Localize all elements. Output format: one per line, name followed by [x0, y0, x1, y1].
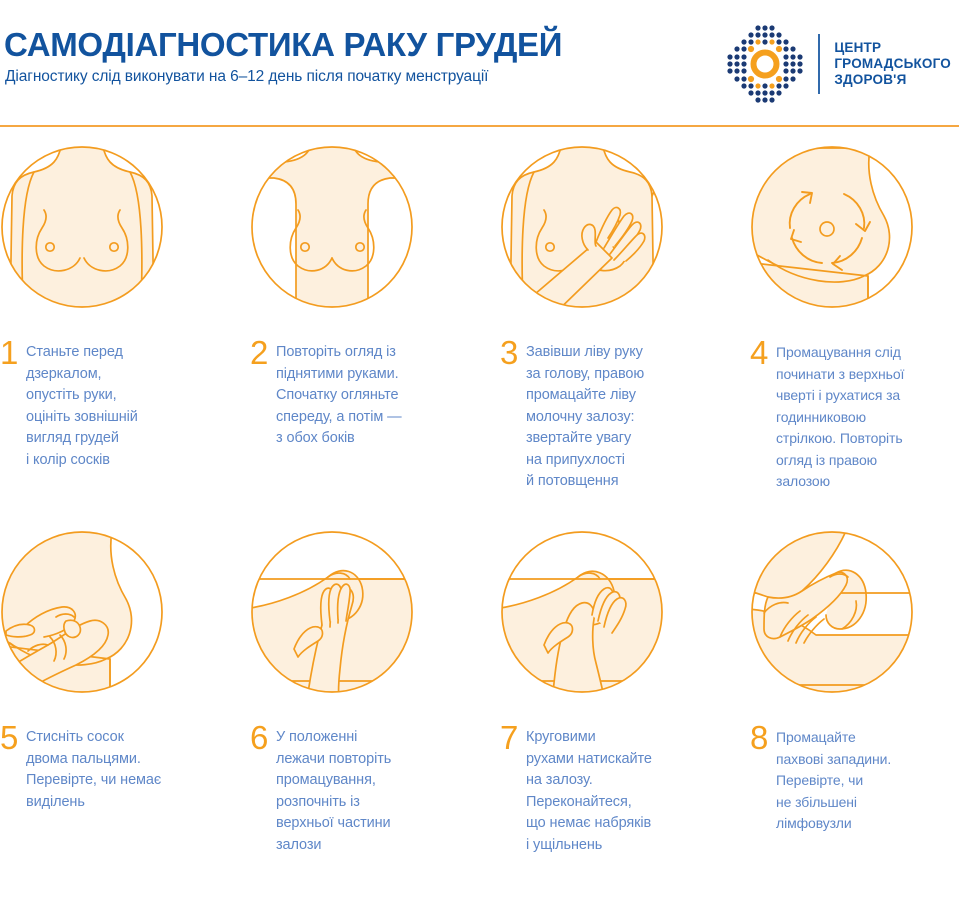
- page-subtitle: Діагностику слід виконувати на 6–12 день…: [5, 68, 489, 85]
- step-text-1: Станьте перед дзеркалом, опустіть руки, …: [26, 344, 138, 468]
- steps-row-1: 1 Станьте перед дзеркалом, опустіть руки…: [0, 132, 959, 517]
- step-5: 5 Стисніть сосок двома пальцями. Перевір…: [0, 719, 240, 813]
- header-rule: [0, 125, 959, 127]
- step-card-4: 4 Промацування слід починати з верхньої …: [750, 132, 959, 517]
- steps-row-2: 5 Стисніть сосок двома пальцями. Перевір…: [0, 517, 959, 902]
- step-card-7: 7 Круговими рухами натискайте на залозу.…: [500, 517, 740, 902]
- logo-line-3: ЗДОРОВ'Я: [834, 72, 907, 87]
- step-number-3: 3: [500, 334, 519, 371]
- step-card-2: 2 Повторіть огляд із піднятими руками. С…: [250, 132, 490, 517]
- step-number-1: 1: [0, 334, 19, 371]
- step-text-6: У положенні лежачи повторіть промацуванн…: [276, 729, 392, 853]
- logo-text: ЦЕНТР ГРОМАДСЬКОГО ЗДОРОВ'Я: [834, 40, 951, 88]
- illustration-fingers-squeezing-nipple: [0, 517, 215, 707]
- step-text-2: Повторіть огляд із піднятими руками. Спо…: [276, 344, 402, 446]
- step-text-8: Промацайте пахвові западини. Перевірте, …: [776, 729, 892, 831]
- step-number-7: 7: [500, 719, 519, 756]
- illustration-lying-circular-pressing: [500, 517, 715, 707]
- illustration-torso-arms-raised: [250, 132, 465, 322]
- step-number-8: 8: [750, 719, 769, 756]
- logo-line-1: ЦЕНТР: [834, 40, 882, 55]
- step-1: 1 Станьте перед дзеркалом, опустіть руки…: [0, 334, 240, 471]
- step-number-6: 6: [250, 719, 269, 756]
- organization-logo: ЦЕНТР ГРОМАДСЬКОГО ЗДОРОВ'Я: [724, 24, 951, 104]
- step-card-3: 3 Завівши ліву руку за голову, правою пр…: [500, 132, 740, 517]
- illustration-armpit-lymph-nodes: [750, 517, 959, 707]
- step-card-6: 6 У положенні лежачи повторіть промацува…: [250, 517, 490, 902]
- steps-grid: 1 Станьте перед дзеркалом, опустіть руки…: [0, 132, 959, 902]
- step-text-4: Промацування слід починати з верхньої чв…: [776, 344, 905, 489]
- illustration-hand-palpating-chest: [500, 132, 715, 322]
- step-card-8: 8 Промацайте пахвові западини. Перевірте…: [750, 517, 959, 902]
- step-text-5: Стисніть сосок двома пальцями. Перевірте…: [26, 729, 162, 810]
- logo-dot-mark-icon: [724, 23, 806, 105]
- illustration-breast-clockwise-arrows: [750, 132, 959, 322]
- step-text-3: Завівши ліву руку за голову, правою пром…: [526, 344, 645, 489]
- step-card-1: 1 Станьте перед дзеркалом, опустіть руки…: [0, 132, 240, 517]
- step-number-4: 4: [750, 334, 769, 371]
- step-3: 3 Завівши ліву руку за голову, правою пр…: [500, 334, 740, 493]
- header: САМОДІАГНОСТИКА РАКУ ГРУДЕЙ Діагностику …: [0, 0, 959, 127]
- step-card-5: 5 Стисніть сосок двома пальцями. Перевір…: [0, 517, 240, 902]
- illustration-torso-arms-down: [0, 132, 215, 322]
- step-number-5: 5: [0, 719, 19, 756]
- step-number-2: 2: [250, 334, 269, 371]
- step-6: 6 У положенні лежачи повторіть промацува…: [250, 719, 490, 856]
- illustration-lying-hand-upper-breast: [250, 517, 465, 707]
- logo-divider: [818, 34, 821, 94]
- step-4: 4 Промацування слід починати з верхньої …: [750, 334, 959, 493]
- step-2: 2 Повторіть огляд із піднятими руками. С…: [250, 334, 490, 450]
- infographic-page: САМОДІАГНОСТИКА РАКУ ГРУДЕЙ Діагностику …: [0, 0, 959, 853]
- page-title: САМОДІАГНОСТИКА РАКУ ГРУДЕЙ: [4, 26, 563, 63]
- step-8: 8 Промацайте пахвові западини. Перевірте…: [750, 719, 959, 835]
- logo-line-2: ГРОМАДСЬКОГО: [834, 56, 951, 71]
- step-7: 7 Круговими рухами натискайте на залозу.…: [500, 719, 740, 856]
- step-text-7: Круговими рухами натискайте на залозу. П…: [526, 729, 652, 853]
